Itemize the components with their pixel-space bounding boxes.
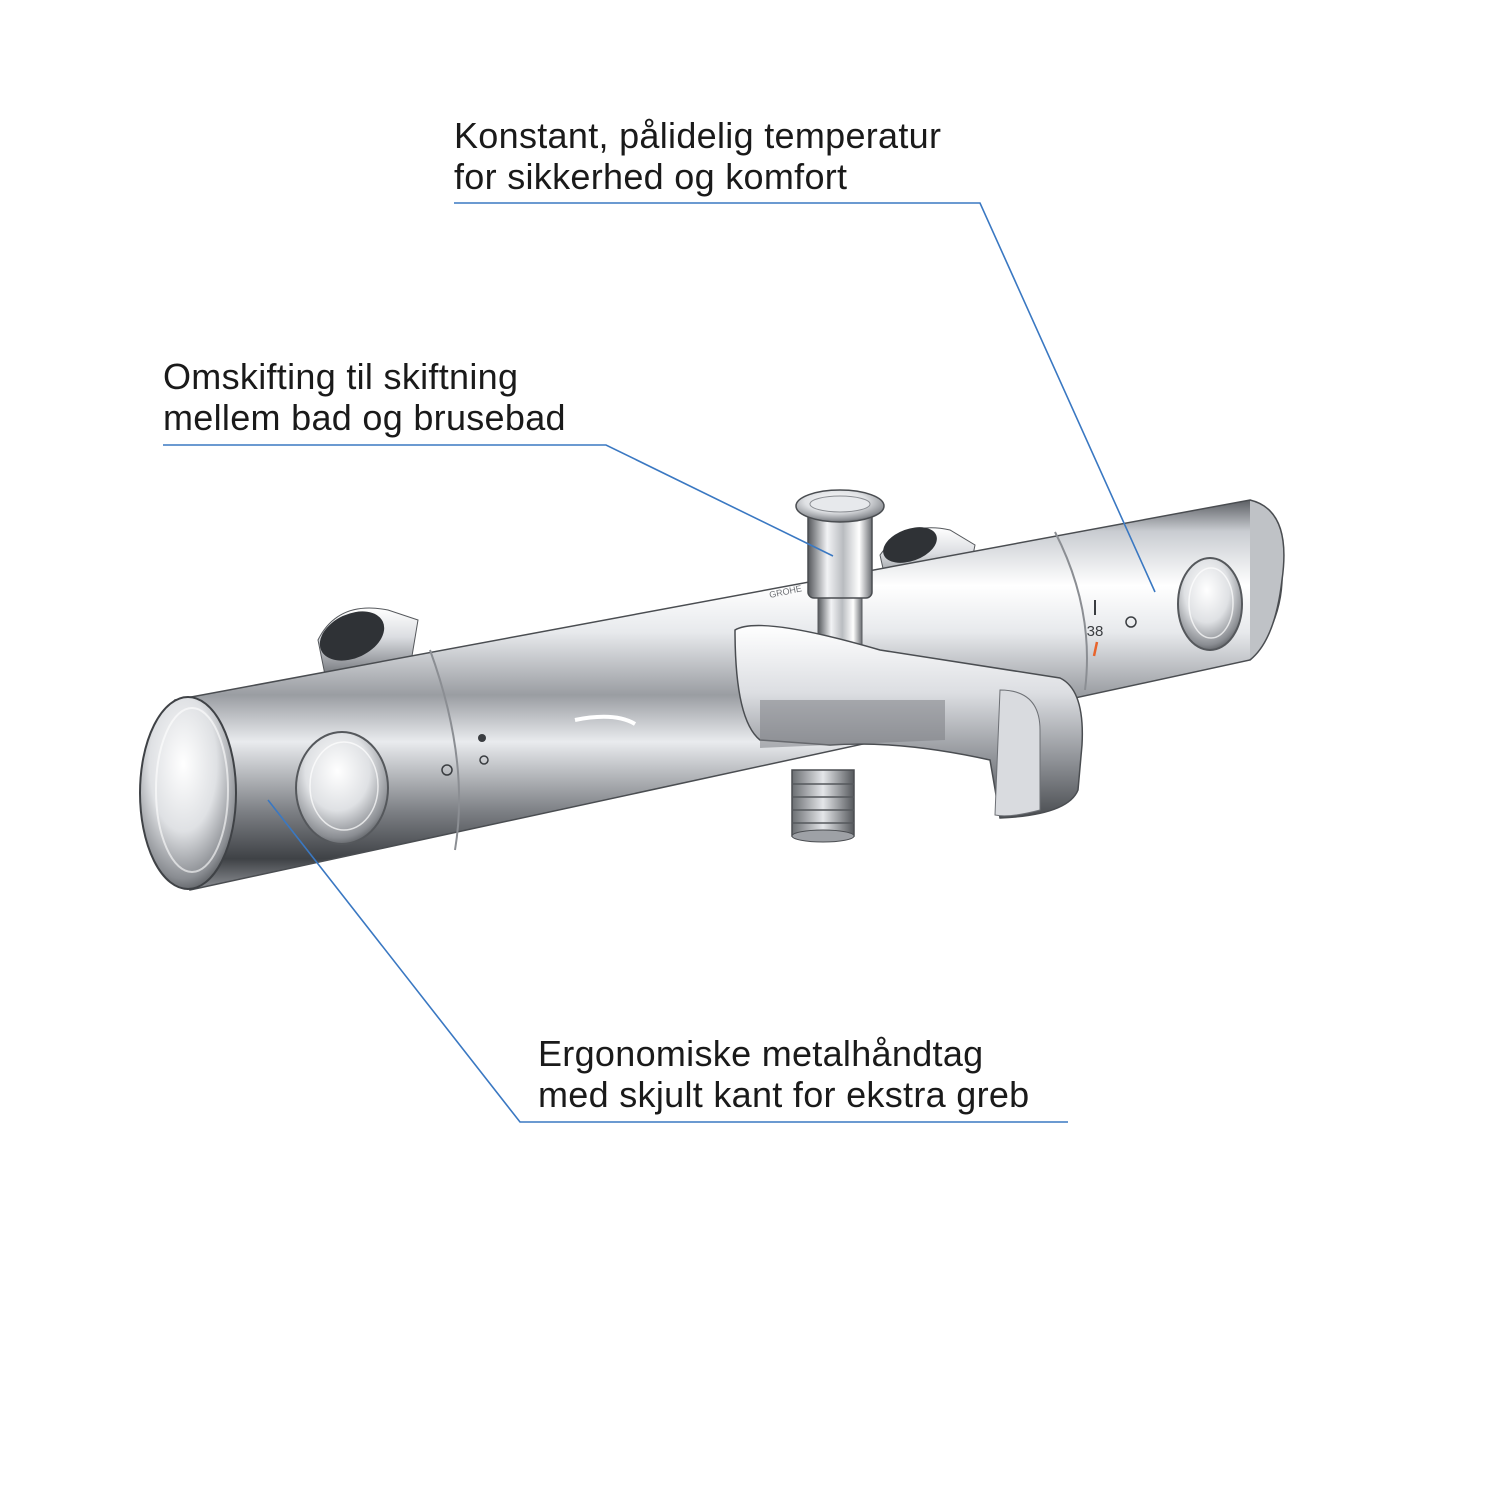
callout-handles: Ergonomiske metalhåndtag med skjult kant… (538, 1033, 1030, 1115)
left-grip-handle (295, 731, 389, 845)
temperature-scale: 38 (1087, 600, 1104, 657)
leader-line-handles (267, 799, 1068, 1123)
right-end-cap (1249, 499, 1285, 661)
right-grip-handle (1177, 557, 1243, 651)
callout-temperature-line1: Konstant, pålidelig temperatur (454, 115, 942, 156)
hose-outlet-thread (791, 769, 855, 843)
callout-handles-line2: med skjult kant for ekstra greb (538, 1074, 1030, 1115)
diverter-knob (795, 489, 885, 649)
leader-lines (163, 202, 1156, 1123)
callout-diverter-line1: Omskifting til skiftning (163, 356, 519, 397)
hot-marker-icon (1092, 641, 1099, 657)
leader-line-temperature (454, 202, 1156, 593)
callout-temperature: Konstant, pålidelig temperatur for sikke… (454, 115, 941, 197)
callout-handles-line1: Ergonomiske metalhåndtag (538, 1033, 984, 1074)
callout-diverter-line2: mellem bad og brusebad (163, 397, 566, 438)
callout-temperature-line2: for sikkerhed og komfort (454, 156, 848, 197)
temperature-value: 38 (1087, 623, 1104, 640)
flow-indicator-dots (441, 616, 1137, 776)
left-end-cap (139, 696, 237, 890)
callout-diverter: Omskifting til skiftning mellem bad og b… (163, 356, 566, 438)
bath-spout (574, 624, 1084, 819)
leader-line-diverter (163, 444, 834, 557)
